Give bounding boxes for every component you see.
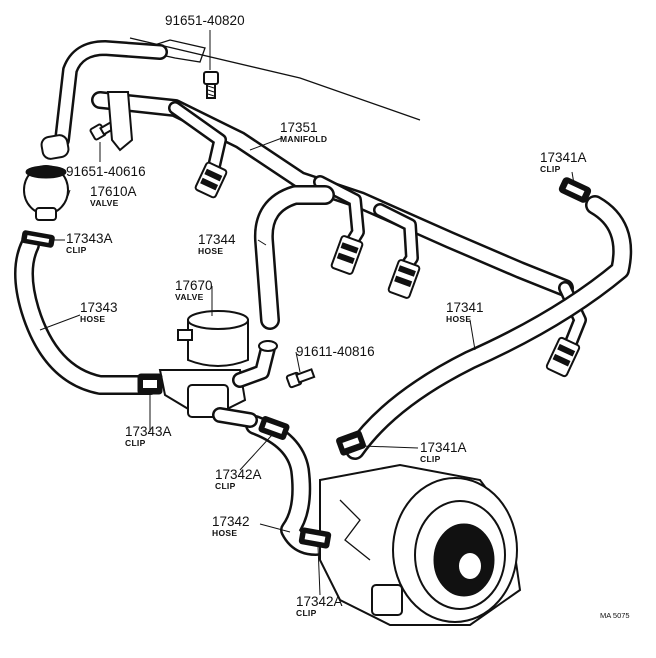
hose-17341-shape <box>345 195 633 460</box>
part-number-label: 17343A <box>125 424 172 439</box>
injector-nozzle <box>545 336 581 378</box>
part-name-label: CLIP <box>420 454 441 464</box>
part-number-label: 91611-40816 <box>296 344 375 359</box>
part-number-label: 17351 <box>280 120 318 135</box>
part-number-label: 17342 <box>212 514 250 529</box>
part-name-label: HOSE <box>198 246 223 256</box>
leader-lines <box>39 30 575 596</box>
part-name-label: VALVE <box>175 292 204 302</box>
hose-17343-shape <box>14 235 160 395</box>
clip-icon <box>558 177 592 203</box>
valve-17610a-icon <box>23 134 70 221</box>
part-number-label: 91651-40820 <box>165 13 245 28</box>
injector-nozzle <box>387 259 421 299</box>
drawing-code: MA 5075 <box>600 611 630 620</box>
part-number-label: 91651-40616 <box>66 164 146 179</box>
part-number-label: 17343A <box>66 231 113 246</box>
part-number-label: 17343 <box>80 300 118 315</box>
part-number-label: 17342A <box>215 467 262 482</box>
mount-bracket <box>106 91 134 152</box>
part-name-label: CLIP <box>66 245 87 255</box>
injector-nozzle <box>194 161 228 199</box>
clip-icon <box>298 527 332 549</box>
clip-icon <box>336 430 366 456</box>
hose-17342-shape <box>245 415 335 556</box>
part-name-label: CLIP <box>125 438 146 448</box>
clip-icon <box>258 416 290 440</box>
part-name-label: HOSE <box>212 528 237 538</box>
part-name-label: CLIP <box>215 481 236 491</box>
part-name-label: CLIP <box>540 164 561 174</box>
part-number-label: 17341 <box>446 300 484 315</box>
injector-nozzle <box>330 235 364 275</box>
part-number-label: 17342A <box>296 594 343 609</box>
clip-icon <box>137 373 163 395</box>
part-name-label: HOSE <box>446 314 471 324</box>
clip-icon <box>21 230 55 248</box>
part-name-label: CLIP <box>296 608 317 618</box>
bolt-icon <box>203 71 219 99</box>
part-number-label: 17341A <box>420 440 467 455</box>
part-number-label: 17344 <box>198 232 236 247</box>
engine-outline-line <box>129 37 421 121</box>
part-name-label: HOSE <box>80 314 105 324</box>
air-pump-icon <box>319 463 522 626</box>
part-number-label: 17610A <box>90 184 137 199</box>
part-name-label: VALVE <box>90 198 119 208</box>
part-number-label: 17341A <box>540 150 587 165</box>
bolt-icon <box>285 368 316 389</box>
valve-17670-icon <box>158 310 278 428</box>
part-name-label: MANIFOLD <box>280 134 327 144</box>
part-number-label: 17670 <box>175 278 213 293</box>
hose-17344-shape <box>253 185 335 330</box>
